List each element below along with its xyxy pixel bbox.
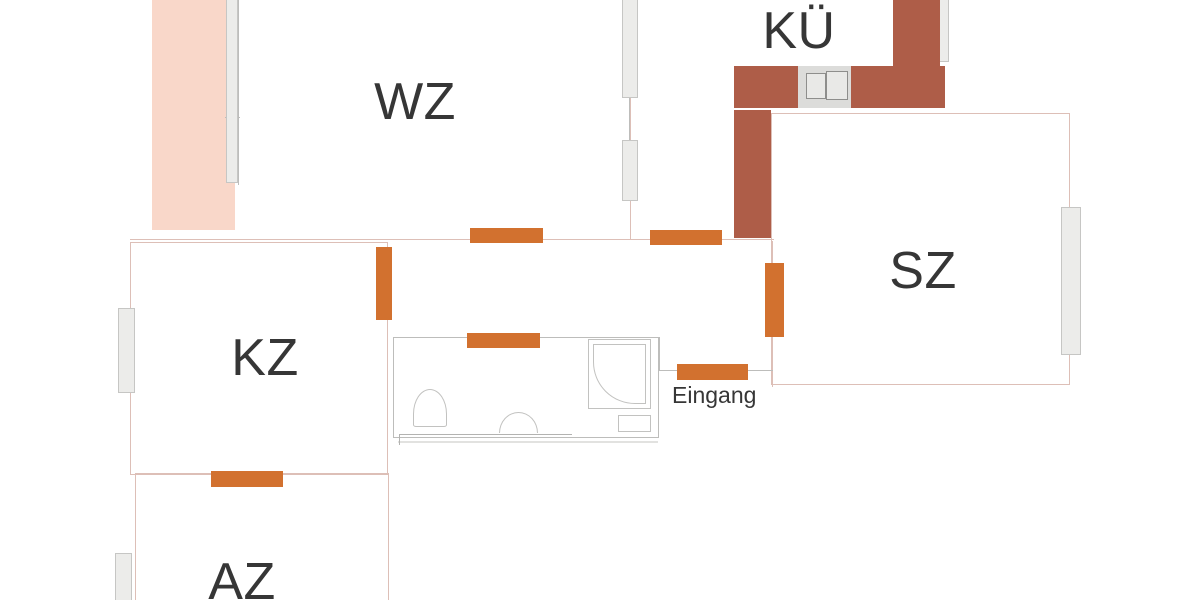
window-balcony	[226, 0, 238, 183]
door-wz-right	[650, 230, 722, 245]
window-kz	[118, 308, 135, 393]
room-label-wz: WZ	[374, 73, 456, 131]
bath-cabinet	[618, 415, 651, 432]
wall-kue-right-top	[893, 0, 940, 67]
bath-baseline-tick	[399, 434, 400, 445]
wall-entry-left	[659, 337, 660, 371]
bath-bottom-band	[398, 441, 658, 443]
room-label-eingang: Eingang	[672, 382, 757, 408]
door-sz	[765, 263, 784, 337]
bath-fixture-baseline	[399, 434, 572, 435]
wall-kue-bottom-left	[734, 66, 798, 108]
stove-square-right	[826, 71, 848, 100]
balcony-area	[152, 0, 235, 230]
door-bath	[467, 333, 540, 348]
door-wz-left	[470, 228, 543, 243]
window-az	[115, 553, 132, 600]
window-wz-upper	[622, 0, 638, 98]
room-label-kue: KÜ	[762, 2, 836, 60]
stove-square-left	[806, 73, 826, 99]
toilet-icon	[413, 389, 447, 427]
room-label-sz: SZ	[889, 242, 957, 300]
door-eingang	[677, 364, 748, 380]
window-sz	[1061, 207, 1081, 355]
wall-wz-window-mid	[629, 98, 630, 140]
room-label-az: AZ	[208, 553, 276, 600]
door-kz-az	[211, 471, 283, 487]
window-wz-lower	[622, 140, 638, 201]
wall-wz-right	[630, 0, 631, 240]
wall-hall-left	[734, 110, 771, 238]
wall-hall-top	[130, 239, 774, 240]
door-kz	[376, 247, 392, 320]
wall-kue-bottom-right	[851, 66, 945, 108]
wall-balcony-right	[238, 0, 239, 185]
room-label-kz: KZ	[231, 329, 299, 387]
